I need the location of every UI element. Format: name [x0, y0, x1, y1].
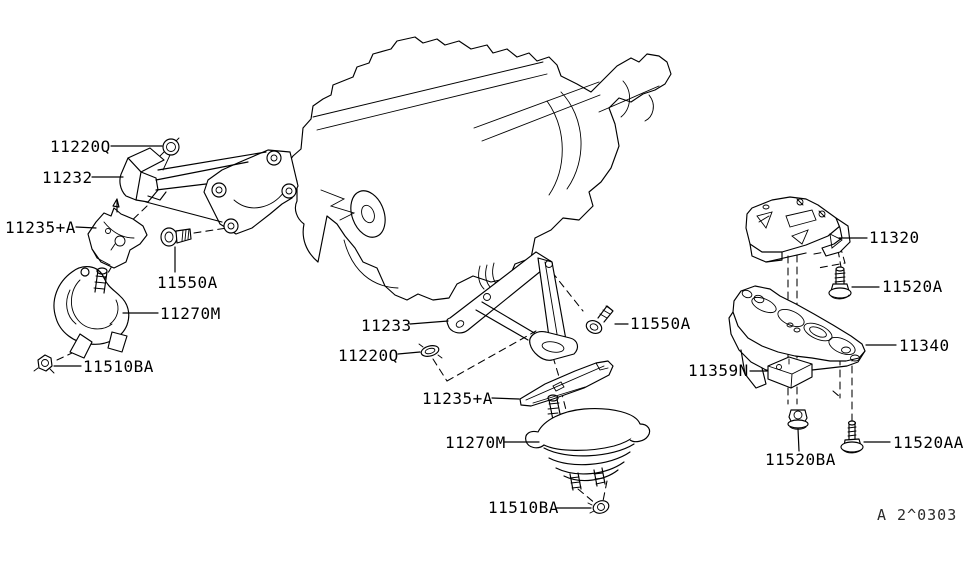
front-insulator-11270m-part	[53, 266, 130, 359]
bracket-11320-part	[745, 196, 851, 263]
front-damper-11235a-part	[87, 198, 148, 269]
label-11320: 11320	[869, 228, 920, 247]
bolt-11520aa-part	[840, 420, 864, 454]
label-11233: 11233	[361, 316, 412, 335]
damper-11359n-part	[767, 356, 813, 389]
rear-nut-11510ba-part	[587, 500, 610, 514]
label-11510ba-front: 11510BA	[83, 357, 154, 376]
rear-bolt-11550a-part	[585, 305, 614, 334]
label-11520ba: 11520BA	[765, 450, 836, 469]
leader-lines	[53, 145, 897, 509]
rear-insulator-11270m-part	[525, 394, 651, 491]
front-mount-group	[33, 137, 299, 374]
label-11340: 11340	[899, 336, 950, 355]
label-11510ba-rear: 11510BA	[488, 498, 559, 517]
label-11270m-rear: 11270M	[445, 433, 506, 452]
label-11550a-rear: 11550A	[630, 314, 691, 333]
diagram-code: A 2^0303	[877, 506, 957, 524]
label-11270m-front: 11270M	[160, 304, 221, 323]
transmission-mount-group	[728, 196, 866, 454]
bracket-11232-part	[119, 147, 299, 235]
nut-11520ba-part	[787, 409, 809, 430]
engine-transmission-outline	[288, 36, 672, 301]
label-11232: 11232	[42, 168, 93, 187]
front-nut-11510ba-part	[33, 354, 55, 374]
label-11359n: 11359N	[688, 361, 749, 380]
label-11220q-rear: 11220Q	[338, 346, 399, 365]
part-labels: 11220Q 11232 11235+A 11550A 11270M 11510…	[5, 137, 964, 517]
crank-pulley	[320, 189, 386, 238]
label-11235a-front: 11235+A	[5, 218, 76, 237]
rear-mount-group	[418, 251, 651, 514]
front-nut-11220q-part	[159, 137, 180, 171]
label-11235a-rear: 11235+A	[422, 389, 493, 408]
label-11550a-front: 11550A	[157, 273, 218, 292]
rear-washer-11220q-part	[418, 343, 443, 359]
label-11520a: 11520A	[882, 277, 943, 296]
label-11520aa: 11520AA	[893, 433, 964, 452]
bolt-11520a-part	[828, 266, 852, 300]
label-11220q-front: 11220Q	[50, 137, 111, 156]
rear-damper-11235a-part	[519, 360, 614, 407]
bracket-11233-part	[446, 251, 579, 361]
front-bolt-11550a-part	[160, 227, 192, 247]
